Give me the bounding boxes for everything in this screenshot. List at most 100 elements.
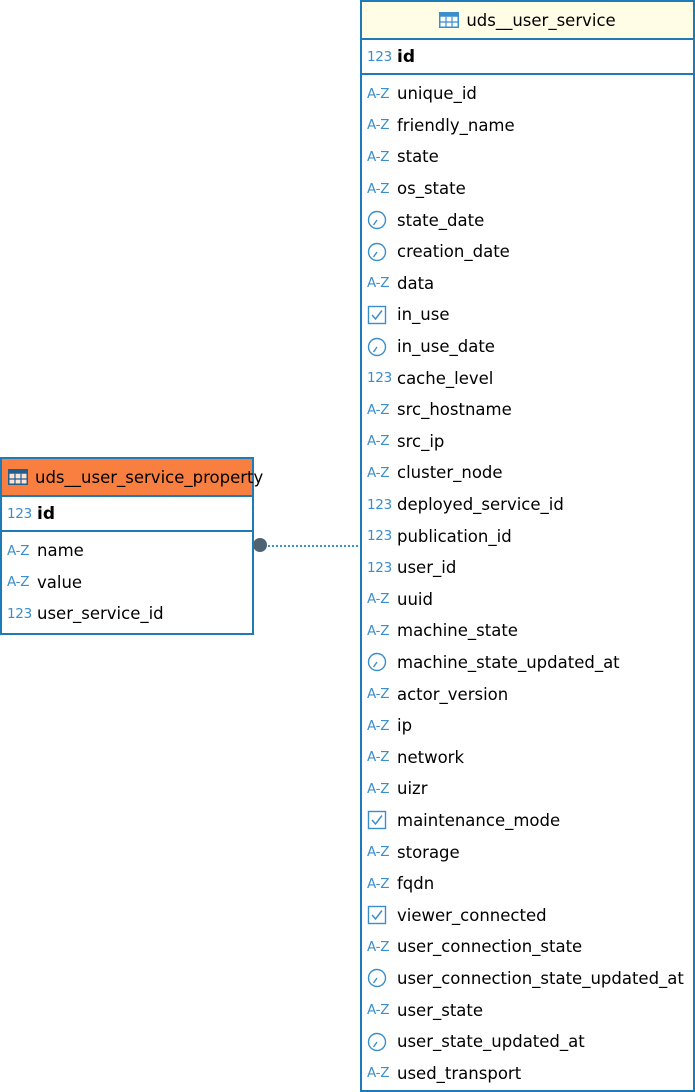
text-type-icon: A-Z [367,780,390,797]
column-name: cache_level [397,368,494,388]
text-type-icon: A-Z [7,542,30,559]
text-type-icon: A-Z [367,148,390,165]
text-type-icon: A-Z [367,749,390,766]
column-name: in_use_date [397,337,495,357]
relationship-connector[interactable] [260,545,358,547]
column-row[interactable]: in_use [362,299,693,331]
text-type-icon: A-Z [367,591,390,608]
column-name: name [37,541,84,561]
column-name: user_service_id [37,604,164,624]
checkbox-icon [367,810,391,830]
column-row[interactable]: A-Z state [362,141,693,173]
column-row[interactable]: 123 user_service_id [2,598,252,630]
primary-key-row[interactable]: 123 id [2,497,252,532]
text-type-icon: A-Z [367,717,390,734]
column-name: machine_state [397,621,518,641]
column-row[interactable]: viewer_connected [362,899,693,931]
text-type-icon: A-Z [367,85,390,102]
number-type-icon: 123 [7,605,32,622]
column-row[interactable]: A-Z src_hostname [362,394,693,426]
column-row[interactable]: A-Z ip [362,710,693,742]
table-header[interactable]: uds__user_service [362,2,693,40]
text-type-icon: A-Z [367,938,390,955]
clock-icon [367,652,391,672]
text-type-icon: A-Z [367,401,390,418]
column-name: user_connection_state_updated_at [397,968,684,988]
column-name: id [37,503,55,524]
primary-key-row[interactable]: 123 id [362,40,693,75]
clock-icon [367,968,391,988]
table-title: uds__user_service [466,10,616,30]
relationship-endpoint-dot [253,538,267,552]
column-name: friendly_name [397,115,515,135]
column-row[interactable]: A-Z unique_id [362,78,693,110]
column-row[interactable]: creation_date [362,236,693,268]
text-type-icon: A-Z [7,574,30,591]
column-name: deployed_service_id [397,495,564,515]
text-type-icon: A-Z [367,275,390,292]
checkbox-icon [367,305,391,325]
clock-icon [367,1032,391,1052]
column-name: ip [397,716,413,736]
clock-icon [367,337,391,357]
column-name: state_date [397,210,485,230]
checkbox-icon [367,905,391,925]
column-name: data [397,273,435,293]
column-row[interactable]: 123 cache_level [362,362,693,394]
column-row[interactable]: A-Z uuid [362,584,693,616]
column-name: unique_id [397,84,477,104]
table-uds-user-service-property[interactable]: uds__user_service_property 123 id A-Z nam… [0,457,263,635]
column-name: src_ip [397,431,445,451]
column-name: id [397,46,415,67]
column-row[interactable]: A-Z data [362,268,693,300]
column-name: state [397,147,439,167]
column-row[interactable]: 123 deployed_service_id [362,489,693,521]
column-row[interactable]: A-Z name [2,535,252,567]
column-name: fqdn [397,874,435,894]
column-name: src_hostname [397,400,512,420]
column-name: os_state [397,179,466,199]
clock-icon [367,242,391,262]
column-name: user_state_updated_at [397,1032,585,1052]
column-row[interactable]: in_use_date [362,331,693,363]
text-type-icon: A-Z [367,464,390,481]
column-row[interactable]: user_state_updated_at [362,1026,693,1058]
column-name: machine_state_updated_at [397,652,620,672]
number-type-icon: 123 [367,496,392,513]
table-icon [8,469,28,485]
column-row[interactable]: state_date [362,204,693,236]
column-row[interactable]: machine_state_updated_at [362,647,693,679]
text-type-icon: A-Z [367,1065,390,1082]
column-name: uuid [397,589,433,609]
column-name: publication_id [397,526,512,546]
column-row[interactable]: user_connection_state_updated_at [362,963,693,995]
column-name: maintenance_mode [397,810,561,830]
text-type-icon: A-Z [367,1002,390,1019]
table-title: uds__user_service_property [35,467,264,487]
number-type-icon: 123 [367,48,392,65]
column-row[interactable]: maintenance_mode [362,805,693,837]
table-header[interactable]: uds__user_service_property [2,459,263,497]
clock-icon [367,210,391,230]
column-name: cluster_node [397,463,503,483]
column-name: storage [397,842,460,862]
number-type-icon: 123 [367,370,392,387]
column-row[interactable]: A-Z cluster_node [362,457,693,489]
